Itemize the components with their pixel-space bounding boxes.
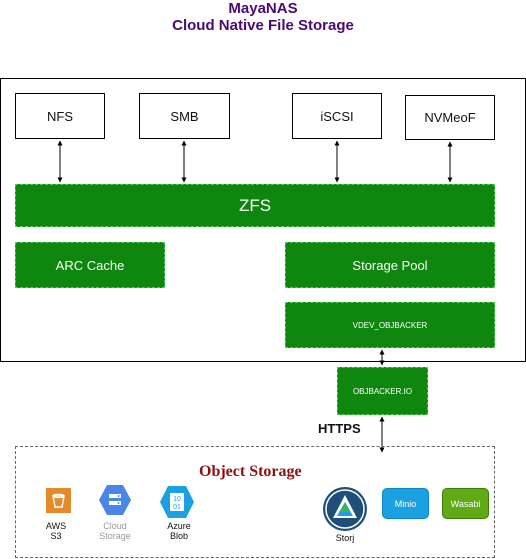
vdev-objbacker-label: VDEV_OBJBACKER bbox=[352, 320, 428, 330]
arc-cache-label: ARC Cache bbox=[55, 257, 125, 273]
azure-blob-icon: 10 01 bbox=[160, 486, 194, 518]
objbacker-io-label: OBJBACKER.IO bbox=[352, 386, 413, 396]
aws-label-line2: S3 bbox=[50, 531, 62, 541]
vdev-objbacker-box: VDEV_OBJBACKER bbox=[285, 302, 495, 348]
diagram-subtitle: Cloud Native File Storage bbox=[172, 17, 354, 34]
aws-s3-label: AWS S3 bbox=[36, 521, 76, 541]
objbacker-io-box: OBJBACKER.IO bbox=[337, 367, 428, 415]
protocol-nvmeof-box: NVMeoF bbox=[405, 95, 495, 140]
azure-label-line1: Azure bbox=[167, 521, 191, 531]
cloud-storage-label: Cloud Storage bbox=[93, 521, 137, 541]
wasabi-label: Wasabi bbox=[450, 498, 481, 509]
azure-label-line2: Blob bbox=[169, 531, 188, 541]
zfs-bar: ZFS bbox=[15, 184, 495, 227]
protocol-nfs-label: NFS bbox=[47, 108, 73, 124]
storj-label: Storj bbox=[335, 533, 355, 543]
zfs-label: ZFS bbox=[238, 195, 272, 215]
protocol-iscsi-box: iSCSI bbox=[292, 93, 382, 139]
cloud-label-line2: Storage bbox=[99, 531, 131, 541]
azure-icon-text-top: 10 bbox=[173, 496, 181, 503]
cloud-label-line1: Cloud bbox=[103, 521, 127, 531]
minio-box: Minio bbox=[382, 488, 429, 519]
protocol-smb-label: SMB bbox=[170, 108, 199, 124]
storage-pool-label: Storage Pool bbox=[352, 257, 428, 273]
protocol-iscsi-label: iSCSI bbox=[320, 108, 354, 124]
wasabi-box: Wasabi bbox=[442, 488, 489, 519]
aws-s3-icon bbox=[46, 488, 71, 513]
protocol-nvmeof-label: NVMeoF bbox=[424, 110, 476, 125]
minio-label: Minio bbox=[394, 498, 417, 509]
azure-icon-text-bottom: 01 bbox=[173, 504, 181, 511]
storage-pool-box: Storage Pool bbox=[285, 242, 495, 288]
object-storage-title: Object Storage bbox=[199, 463, 302, 480]
protocol-nfs-box: NFS bbox=[15, 93, 105, 139]
azure-blob-label: Azure Blob bbox=[159, 521, 199, 541]
aws-label-line1: AWS bbox=[45, 521, 67, 531]
arc-cache-box: ARC Cache bbox=[15, 242, 165, 288]
diagram-title: MayaNAS bbox=[228, 0, 298, 17]
protocol-smb-box: SMB bbox=[139, 93, 230, 139]
cloud-storage-icon bbox=[99, 485, 131, 515]
object-storage-group bbox=[15, 446, 495, 558]
storj-icon bbox=[323, 487, 367, 531]
https-label: HTTPS bbox=[318, 421, 361, 436]
